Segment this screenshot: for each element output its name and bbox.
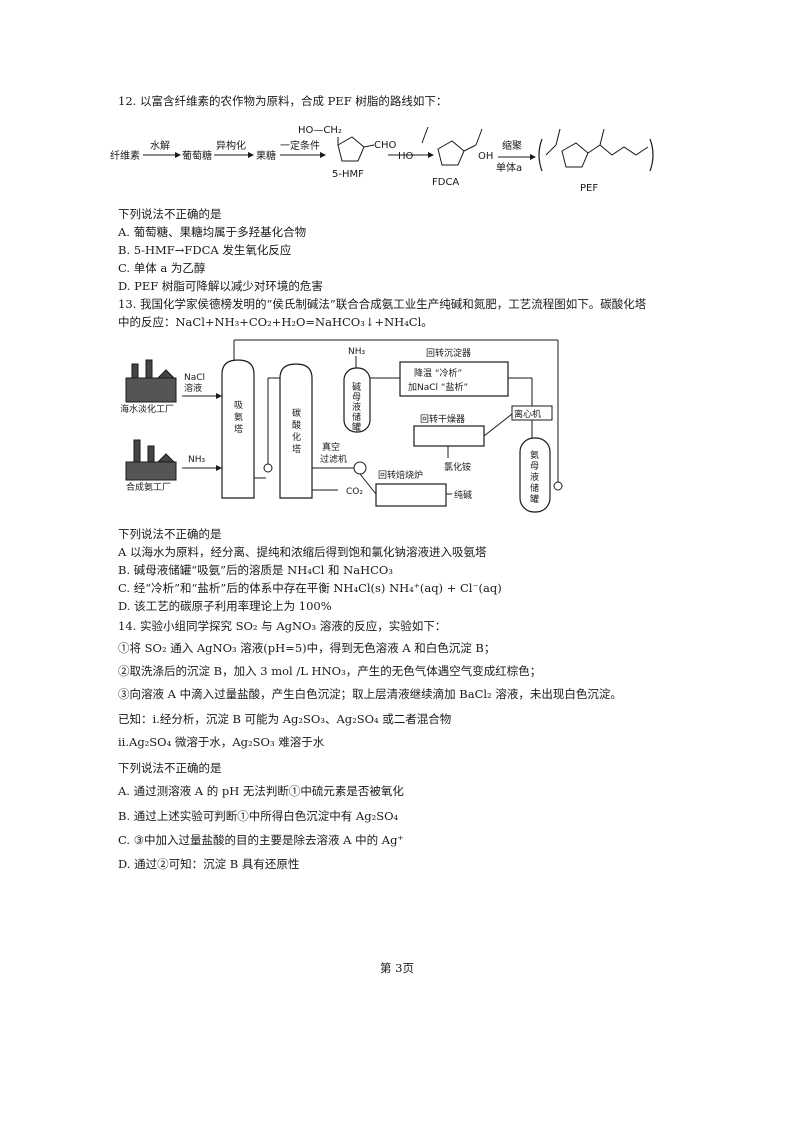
q14-known-2: ii.Ag₂SO₄ 微溶于水，Ag₂SO₃ 难溶于水 (118, 735, 325, 749)
kiln-box (375, 483, 447, 507)
q14-step-2: ②取洗涤后的沉淀 B，加入 3 mol /L HNO₃，产生的无色气体遇空气变成… (118, 664, 542, 678)
q14-option-c: C. ③中加入过量盐酸的目的主要是除去溶液 A 中的 Ag⁺ (118, 833, 404, 847)
co2-label: CO₂ (346, 487, 363, 497)
tower-carbon-label-2: 酸 (292, 420, 301, 431)
hou-process-diagram: 海水淡化工厂 合成氨工厂 NaCl 溶液 NH₃ 吸 氨 塔 碳 酸 化 塔 N… (120, 339, 563, 513)
q12-stem: 12. 以富含纤维素的农作物为原料，合成 PEF 树脂的路线如下： (118, 94, 448, 108)
pef-synthesis-scheme: 纤维素 水解 葡萄糖 异构化 果糖 一定条件 HO—CH₂ CHO 5-HMF … (110, 125, 654, 194)
q13-option-b: B. 碱母液储罐“吸氨”后的溶质是 NH₄Cl 和 NaHCO₃ (118, 563, 393, 577)
rotary-kiln: 回转焙烧炉 (378, 469, 423, 481)
q14-step-3: ③向溶液 A 中滴入过量盐酸，产生白色沉淀；取上层清液继续滴加 BaCl₂ 溶液… (118, 687, 622, 701)
precip-inner-2: 加NaCl “盐析” (408, 381, 468, 393)
svg-text:储: 储 (530, 482, 539, 494)
vac-filter-2: 过滤机 (320, 453, 347, 465)
rotary-precip: 回转沉淀器 (426, 347, 471, 359)
q13-option-a: A 以海水为原料，经分离、提纯和浓缩后得到饱和氯化钠溶液进入吸氨塔 (118, 545, 487, 559)
tower-carbon-label-1: 碳 (292, 407, 301, 419)
factory-icon-nh3 (125, 439, 177, 481)
svg-text:氨: 氨 (530, 449, 539, 461)
pump-icon (263, 463, 273, 473)
tower-carbon-label-4: 塔 (292, 443, 301, 455)
plant-sea: 海水淡化工厂 (120, 403, 174, 415)
q14-option-a: A. 通过测溶液 A 的 pH 无法判断①中硫元素是否被氧化 (118, 784, 404, 798)
pef-furan-ring (561, 142, 589, 168)
q12-ask: 下列说法不正确的是 (118, 207, 222, 221)
vac-filter-icon (353, 461, 367, 475)
scheme-step1-product: 葡萄糖 (182, 149, 212, 162)
q14-option-d: D. 通过②可知：沉淀 B 具有还原性 (118, 857, 300, 871)
hmf-group-right: CHO (374, 140, 397, 151)
fdca-furan-ring (437, 140, 465, 166)
scheme-step3-reagent: 一定条件 (280, 139, 320, 152)
nacl-feed-2: 溶液 (184, 382, 202, 394)
nh3-top: NH₃ (348, 347, 366, 357)
svg-text:液: 液 (352, 401, 361, 413)
q13-stem-line2: 中的反应：NaCl+NH₃+CO₂+H₂O=NaHCO₃↓+NH₄Cl。 (118, 315, 433, 329)
soda-out: 纯碱 (454, 489, 472, 501)
step4-reagent-top: 缩聚 (502, 139, 522, 152)
plant-nh3: 合成氨工厂 (126, 481, 171, 493)
nh3-feed: NH₃ (188, 455, 206, 465)
svg-text:母: 母 (352, 392, 361, 403)
mother-tank (343, 367, 371, 433)
q12-option-d: D. PEF 树脂可降解以减少对环境的危害 (118, 279, 323, 293)
tower-absorb-label-1: 吸 (234, 400, 243, 411)
svg-text:储: 储 (352, 411, 361, 423)
precip-inner-1: 降温 “冷析” (414, 367, 462, 379)
fdca-label: FDCA (432, 177, 459, 188)
page-number: 第 3页 (380, 961, 414, 975)
scheme-start: 纤维素 (110, 149, 140, 162)
hmf-group-left: HO—CH₂ (298, 125, 342, 136)
q14-ask: 下列说法不正确的是 (118, 761, 222, 775)
q12-option-a: A. 葡萄糖、果糖均属于多羟基化合物 (118, 225, 307, 239)
tower-absorb-label-2: 氨 (234, 411, 243, 423)
svg-text:母: 母 (530, 461, 539, 472)
tower-carbon-label-3: 化 (292, 431, 301, 443)
q13-option-c: C. 经“冷析”和“盐析”后的体系中存在平衡 NH₄Cl(s) NH₄⁺(aq)… (118, 581, 502, 595)
q13-stem-line1: 13. 我国化学家侯德榜发明的“侯氏制碱法”联合合成氨工业生产纯碱和氮肥，工艺流… (118, 297, 647, 311)
tower-carbon (279, 363, 313, 499)
svg-text:罐: 罐 (530, 493, 539, 505)
pef-label: PEF (580, 183, 598, 194)
svg-text:碱: 碱 (352, 382, 361, 393)
scheme-step2-product: 果糖 (256, 149, 276, 162)
fdca-right: OH (478, 151, 493, 162)
dryer-box (413, 425, 485, 447)
q14-known-1: 已知：i.经分析，沉淀 B 可能为 Ag₂SO₃、Ag₂SO₄ 或二者混合物 (118, 712, 452, 726)
q14-step-1: ①将 SO₂ 通入 AgNO₃ 溶液(pH=5)中，得到无色溶液 A 和白色沉淀… (118, 641, 496, 655)
nh4cl-out: 氯化铵 (444, 461, 471, 473)
step4-reagent-bottom: 单体a (496, 162, 522, 174)
rotary-dryer: 回转干燥器 (420, 413, 465, 425)
nacl-feed-1: NaCl (184, 373, 205, 383)
ammonia-tank (519, 437, 551, 513)
fdca-left: HO (398, 151, 414, 162)
q13-option-d: D. 该工艺的碳原子利用率理论上为 100% (118, 599, 332, 613)
vac-filter-1: 真空 (322, 441, 340, 453)
q14-option-b: B. 通过上述实验可判断①中所得白色沉淀中有 Ag₂SO₄ (118, 809, 399, 823)
q13-ask: 下列说法不正确的是 (118, 527, 222, 541)
tower-absorb (221, 359, 255, 499)
factory-icon-sea (125, 359, 177, 403)
scheme-step2-reagent: 异构化 (216, 139, 246, 152)
centrifuge-label: 离心机 (514, 408, 541, 420)
scheme-step1-reagent: 水解 (150, 139, 170, 152)
q14-stem: 14. 实验小组同学探究 SO₂ 与 AgNO₃ 溶液的反应，实验如下： (118, 619, 447, 633)
hmf-label: 5-HMF (332, 169, 364, 180)
q12-option-b: B. 5-HMF→FDCA 发生氧化反应 (118, 243, 292, 257)
svg-text:罐: 罐 (352, 421, 361, 433)
svg-text:液: 液 (530, 471, 539, 483)
q12-option-c: C. 单体 a 为乙醇 (118, 261, 206, 275)
precip-box (399, 361, 509, 397)
hmf-furan-ring (337, 136, 365, 162)
tower-absorb-label-3: 塔 (234, 423, 243, 435)
